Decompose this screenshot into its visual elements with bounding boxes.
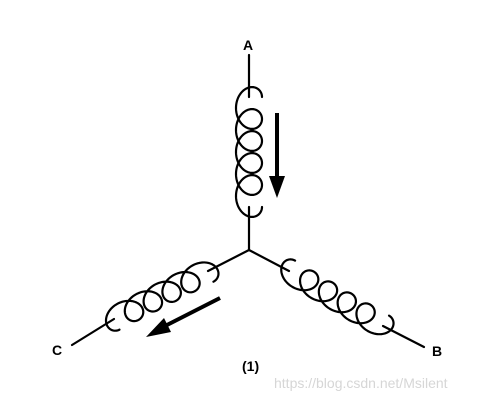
phase-a-current-arrow	[269, 113, 285, 198]
phase-c-arrow-head	[146, 318, 171, 337]
watermark-text: https://blog.csdn.net/Msilent	[274, 375, 448, 391]
phase-b-branch	[247, 248, 426, 349]
phase-a-branch	[234, 53, 264, 252]
phase-c-lead-wire	[70, 317, 116, 347]
terminal-a-label: A	[243, 37, 253, 53]
phase-b-lead-wire	[381, 324, 426, 349]
phase-c-coil	[104, 261, 220, 332]
figure-caption: (1)	[242, 358, 259, 374]
phase-a-coil	[234, 85, 264, 219]
phase-c-branch	[70, 248, 251, 347]
phase-a-arrow-head	[269, 176, 285, 198]
phase-c-current-arrow	[146, 296, 221, 337]
phase-c-arrow-shaft	[164, 296, 221, 328]
phase-c-inner-wire	[206, 248, 251, 273]
phase-b-coil	[280, 258, 395, 336]
phase-b-inner-wire	[247, 248, 291, 273]
terminal-b-label: B	[432, 343, 442, 359]
terminal-c-label: C	[52, 342, 62, 358]
